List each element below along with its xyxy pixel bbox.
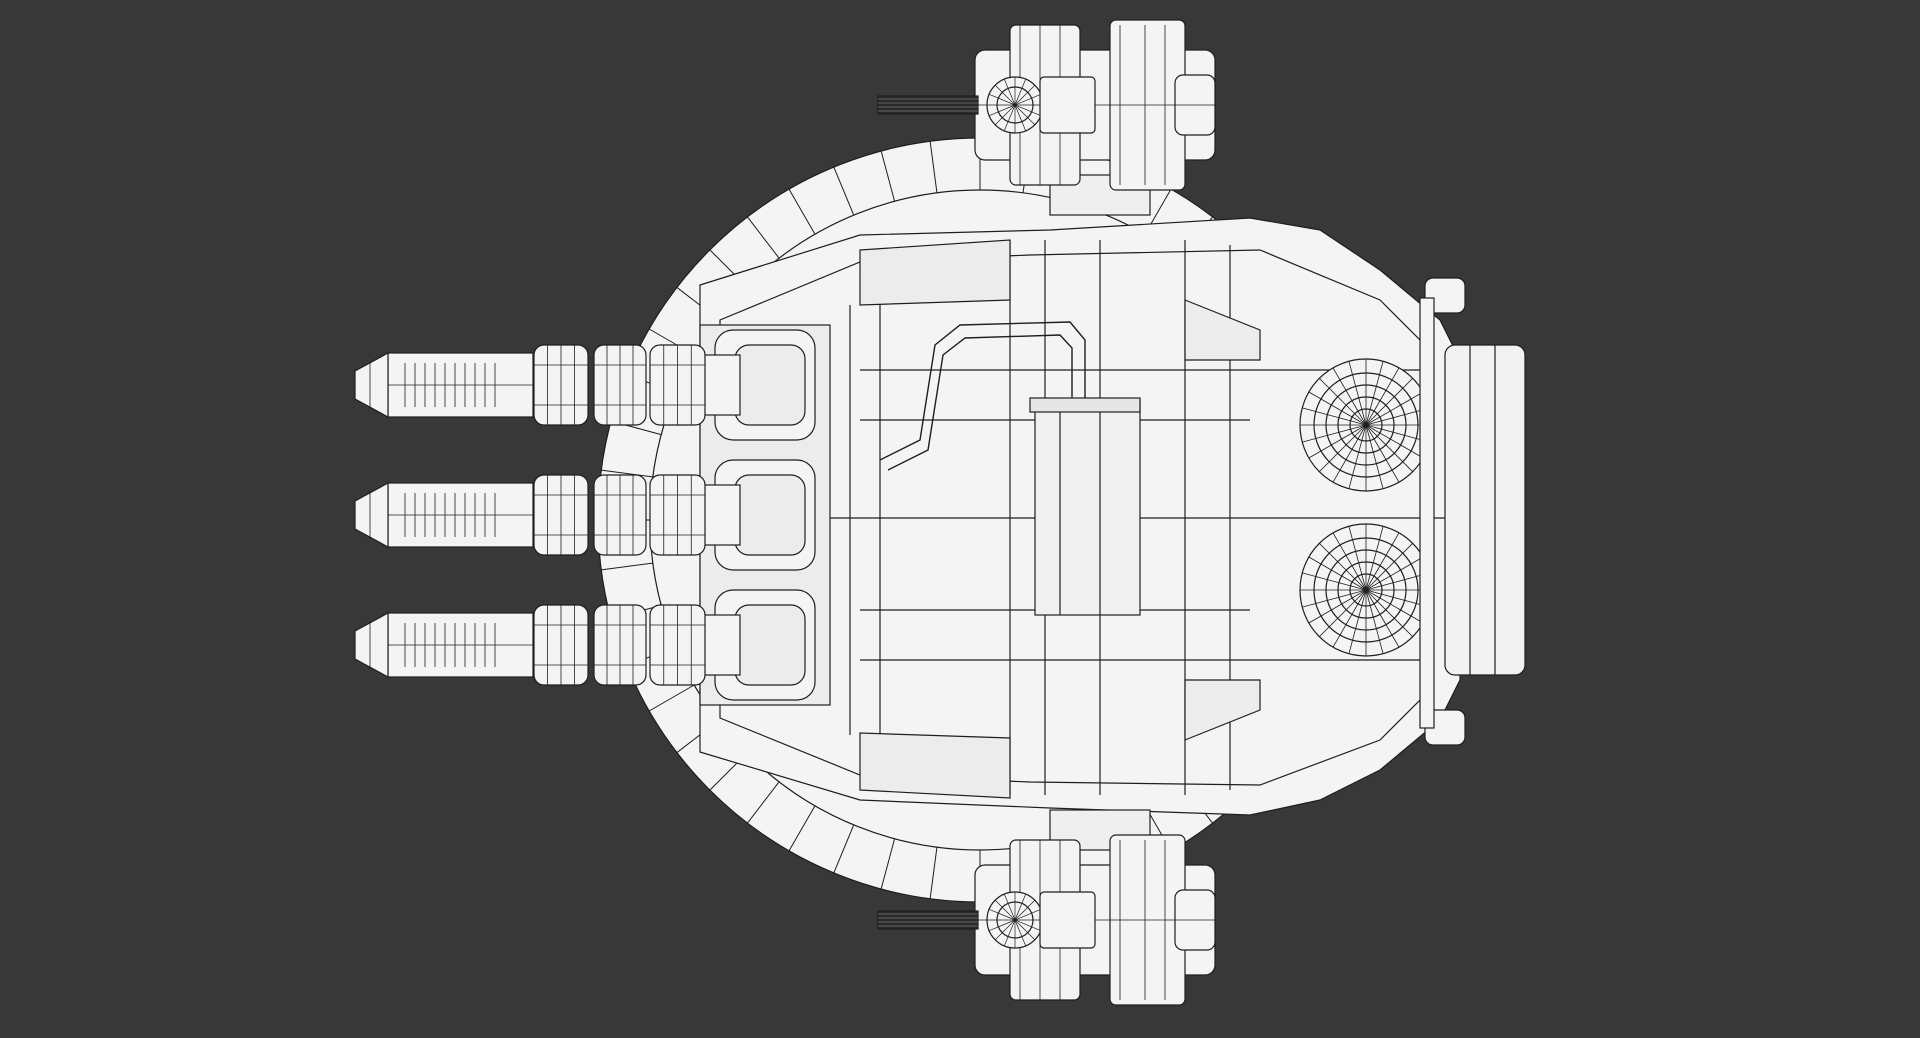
- rear-block: [1419, 277, 1526, 746]
- fan-bottom: [1299, 523, 1433, 657]
- side-gun-bottom: [877, 809, 1216, 1006]
- fan-top: [1299, 358, 1433, 492]
- side-gun-top: [877, 19, 1216, 216]
- barrel-mounts: [699, 324, 831, 706]
- coolant-pipe: [879, 321, 1086, 471]
- turret-model[interactable]: [354, 19, 1526, 1006]
- center-block: [1029, 397, 1141, 616]
- barrels: [354, 344, 706, 686]
